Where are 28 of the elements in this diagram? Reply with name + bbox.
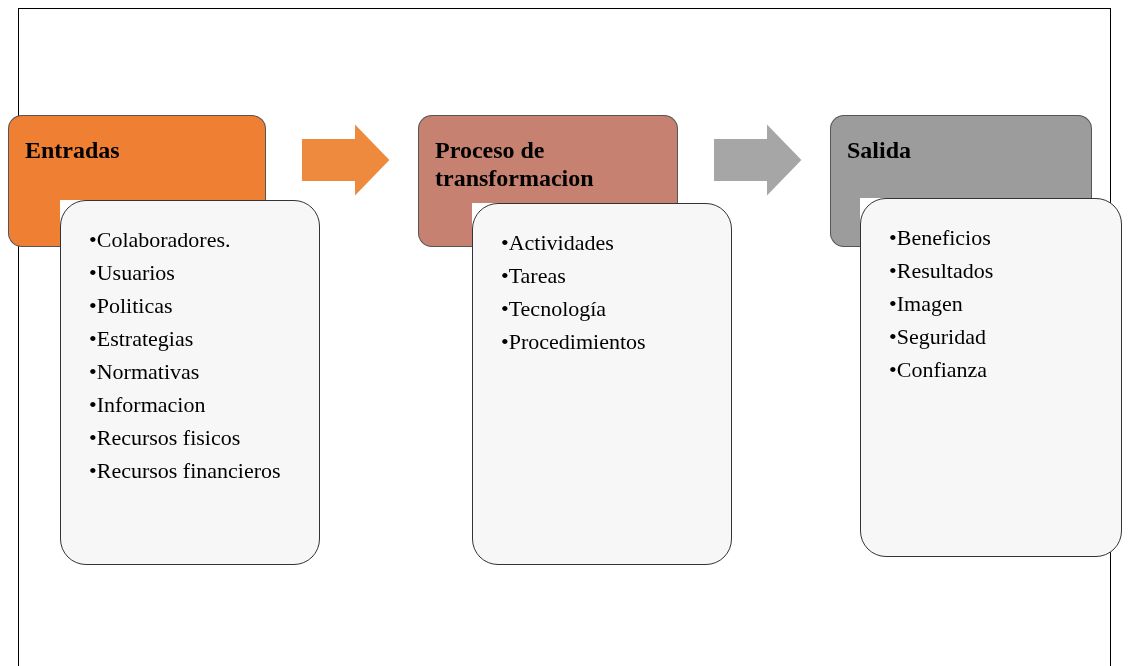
list-item: •Confianza [889,357,989,382]
list-item: •Recursos financieros [89,458,282,483]
stage-title: Entradas [25,136,121,164]
stage-title: Salida [847,136,913,164]
list-item: •Tecnología [501,296,608,321]
stage-header-box [8,115,266,200]
list-item: •Procedimientos [501,329,647,354]
list-card [60,200,320,565]
list-item: •Normativas [89,359,201,384]
list-item: •Estrategias [89,326,195,351]
list-card [860,198,1122,557]
block-arrow [714,124,802,196]
list-item: •Resultados [889,258,995,283]
stage-header-box [830,115,1092,198]
list-item: •Actividades [501,230,615,255]
list-item: •Tareas [501,263,567,288]
list-item: •Imagen [889,291,964,316]
list-item: •Seguridad [889,324,987,349]
block-arrow [302,124,390,196]
list-item: •Informacion [89,392,207,417]
list-item: •Beneficios [889,225,992,250]
list-item: •Recursos fisicos [89,425,242,450]
stage-title: Proceso de transformacion [435,136,595,192]
list-card [472,203,732,565]
list-item: •Colaboradores. [89,227,232,252]
list-item: •Usuarios [89,260,176,285]
list-item: •Politicas [89,293,174,318]
stage-header-box [418,115,678,203]
